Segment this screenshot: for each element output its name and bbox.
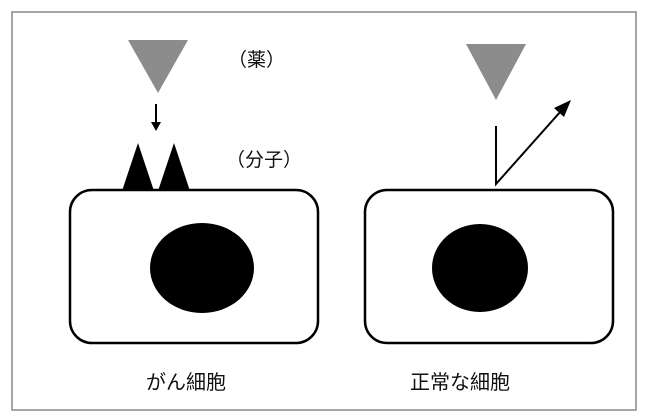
cancer-cell-caption: がん細胞: [146, 370, 226, 394]
normal-cell-nucleus: [432, 224, 528, 312]
drug-triangle-icon: [128, 40, 188, 93]
drug-label: （薬）: [228, 49, 285, 71]
deflection-arrow-head-icon: [554, 100, 571, 117]
normal-cell-panel: 正常な細胞: [363, 44, 615, 394]
molecule-triangle-icon: [122, 143, 154, 191]
molecule-triangle-icon: [158, 143, 190, 191]
figure-frame: [11, 11, 637, 411]
drug-triangle-icon: [466, 44, 526, 100]
deflection-arrow: [495, 110, 562, 187]
molecule-label: （分子）: [226, 149, 302, 171]
binding-arrow-head-icon: [151, 122, 161, 131]
cancer-cell-nucleus: [150, 223, 254, 313]
cancer-cell-panel: （薬） （分子） がん細胞: [68, 40, 320, 394]
normal-cell-caption: 正常な細胞: [410, 370, 510, 394]
